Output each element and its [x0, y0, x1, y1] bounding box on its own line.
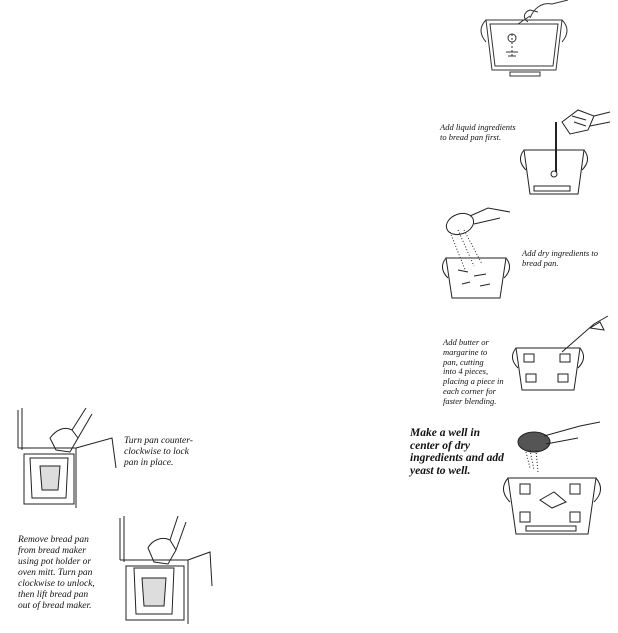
caption-lock-pan: Turn pan counter-clockwise to lock pan i…: [124, 436, 193, 468]
bread-pan-pour-liquid: [520, 108, 612, 200]
bread-pan-remove-from-maker: [118, 516, 214, 624]
bread-pan-add-dry: [440, 202, 530, 302]
bread-pan-lock-in-maker: [16, 408, 116, 508]
bread-pan-add-butter: [512, 312, 612, 392]
bread-pan-insert-kneading-blade: [478, 0, 573, 80]
bread-pan-add-yeast: [500, 416, 612, 538]
